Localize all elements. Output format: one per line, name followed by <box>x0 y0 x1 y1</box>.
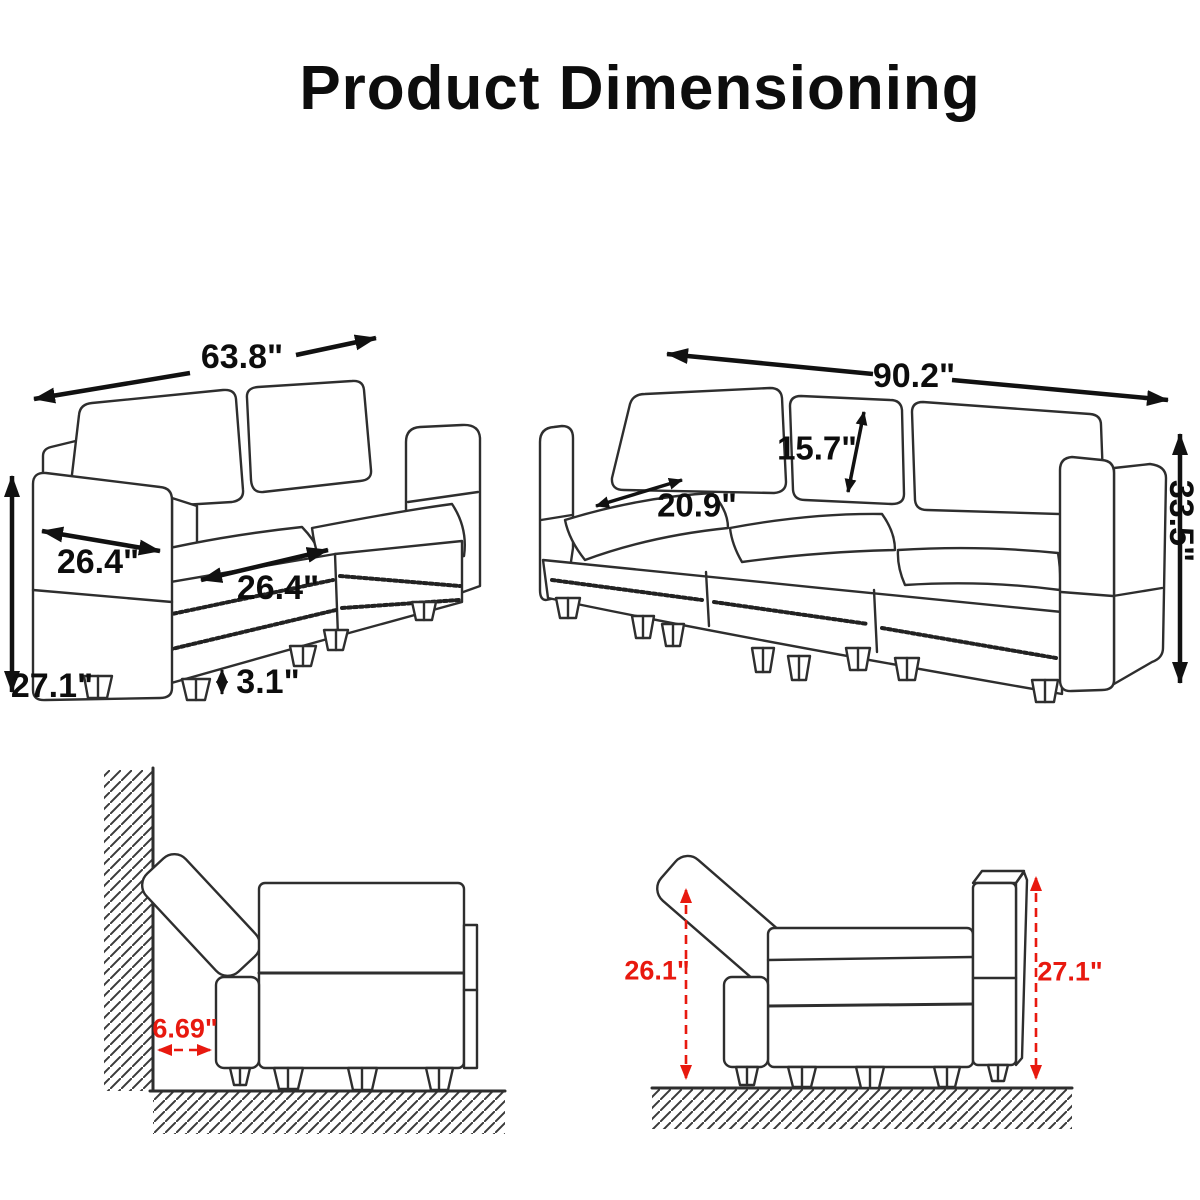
wall-hatching <box>104 770 153 1091</box>
leg-height-label: 3.1" <box>236 663 300 701</box>
sofa-height-label: 33.5" <box>1162 479 1200 563</box>
backrest-height-label: 26.1" <box>624 955 690 986</box>
wall-clearance-label: 6.69" <box>152 1013 218 1044</box>
armrest-side <box>214 975 261 1070</box>
loveseat-seat-width-label: 26.4" <box>236 569 320 607</box>
loveseat-width-arrow-right <box>295 334 377 358</box>
page-title: Product Dimensioning <box>299 54 981 123</box>
loveseat-front-legs <box>82 674 212 702</box>
upright-armrest <box>971 881 1018 1067</box>
loveseat-arm-depth-arrow <box>41 526 161 556</box>
back-cushion-height-arrow <box>844 411 868 493</box>
side-wall-legs <box>228 1066 455 1092</box>
floor-hatching-right <box>652 1089 1072 1129</box>
sofa-legs <box>554 596 1060 704</box>
seat-depth-arrow <box>595 478 683 508</box>
loveseat-seat-width-arrow <box>200 547 329 583</box>
sofa-drawing <box>538 386 1168 704</box>
loveseat-height-label: 27.1" <box>10 667 94 705</box>
dimension-arrows-black <box>4 334 1188 695</box>
loveseat-width-arrow-left <box>33 370 191 404</box>
loveseat-width-label: 63.8" <box>200 338 284 376</box>
sofa-width-arrow-left <box>666 348 874 377</box>
armrest-height-label: 27.1" <box>1037 956 1103 987</box>
tilted-backrest <box>140 852 262 978</box>
side-heights-legs <box>734 1063 1010 1090</box>
seat-depth-label: 20.9" <box>657 486 737 524</box>
loveseat-legs <box>288 600 438 668</box>
sofa-width-arrow-right <box>951 377 1169 407</box>
dimension-arrows-red <box>157 876 1042 1080</box>
loveseat-arm-depth-label: 26.4" <box>56 543 140 581</box>
sofa-width-label: 90.2" <box>872 357 956 395</box>
back-cushion-height-label: 15.7" <box>777 429 857 467</box>
floor-hatching <box>153 1092 505 1134</box>
side-view-heights-drawing <box>650 854 1074 1129</box>
side-view-wall-drawing <box>104 766 507 1134</box>
